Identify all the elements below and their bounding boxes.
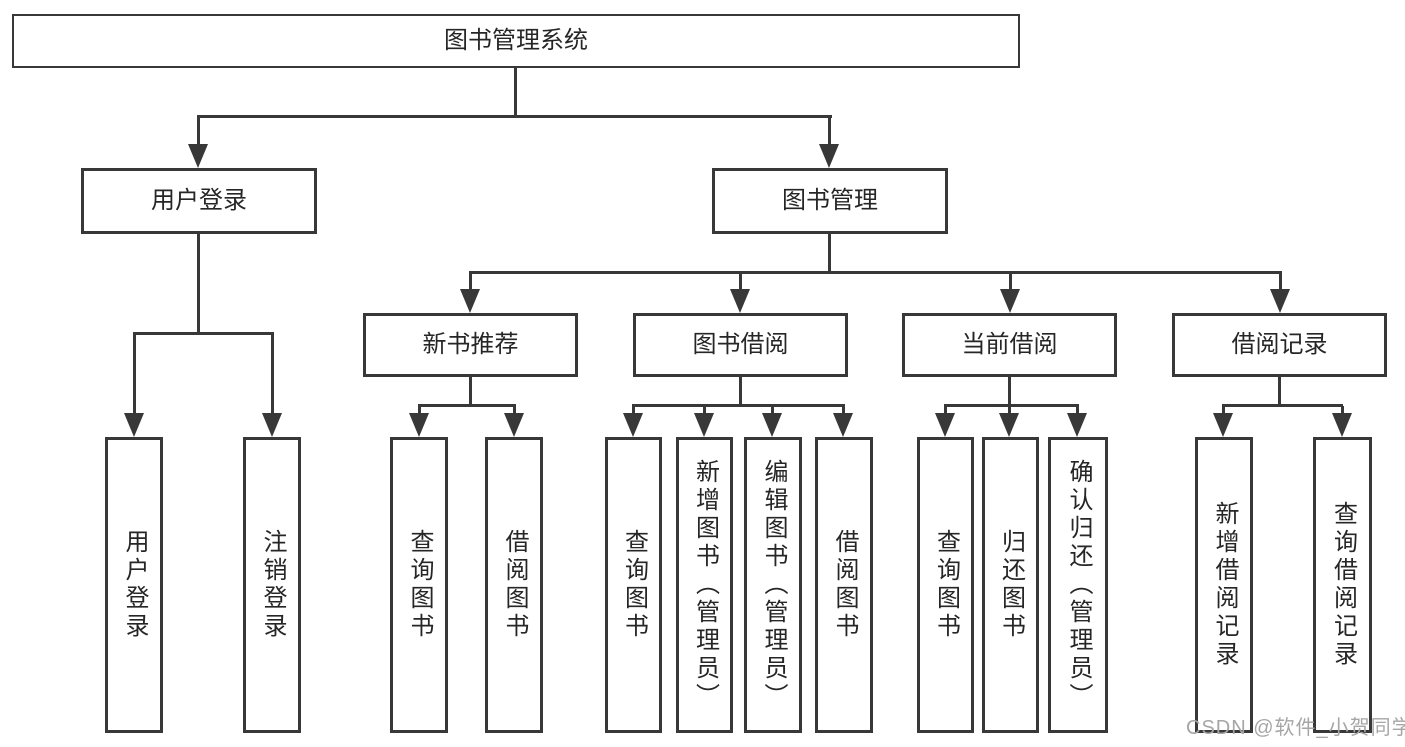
leaf-logout-label: 注销登录 [259,529,286,641]
connector-user-login-vertical [197,234,200,334]
arrowhead-user-login [188,144,208,168]
leaf-bb-borrow-books-label: 借阅图书 [831,529,858,641]
connector-new-book-horizontal [418,404,516,407]
leaf-logout: 注销登录 [243,437,301,733]
leaf-br-query-record-label: 查询借阅记录 [1329,501,1357,669]
leaf-user-login: 用户登录 [105,437,163,733]
node-library-management-system-label: 图书管理系统 [444,27,588,54]
connector-stem-bb-query [632,406,635,414]
connector-stem-login-leaf [133,334,136,413]
leaf-nb-query-books-label: 查询图书 [406,529,433,641]
connector-stem-bb-borrow [842,406,845,414]
connector-current-borrowing-horizontal [944,404,1079,407]
connector-stem-borrow-records [1279,273,1282,289]
node-new-book-recommendation-label: 新书推荐 [422,331,519,358]
connector-stem-bb-edit [771,406,774,414]
arrowhead-current-borrow [1000,289,1020,313]
connector-stem-new-book [469,273,472,289]
connector-new-book-vertical [469,377,472,406]
arrowhead-bb-borrow [833,413,853,437]
connector-stem-user-login [197,117,200,144]
connector-book-borrowing-horizontal [632,404,845,407]
arrowhead-bb-query [623,413,643,437]
node-user-login-label: 用户登录 [151,187,247,214]
connector-root-horizontal [197,115,832,118]
leaf-br-query-record: 查询借阅记录 [1313,437,1372,733]
connector-current-borrowing-vertical [1008,377,1011,406]
connector-stem-nb-borrow [513,406,516,414]
leaf-cb-query-books-label: 查询图书 [932,529,960,641]
node-current-borrowing: 当前借阅 [902,313,1117,377]
arrowhead-borrow-records [1270,289,1290,313]
arrowhead-br-add [1213,413,1233,437]
arrowhead-br-query [1332,413,1352,437]
node-borrowing-records-label: 借阅记录 [1231,331,1328,358]
arrowhead-book-management [819,144,839,168]
connector-book-borrowing-vertical [739,377,742,406]
node-library-management-system: 图书管理系统 [12,14,1020,68]
leaf-user-login-label: 用户登录 [121,529,148,641]
node-borrowing-records: 借阅记录 [1172,313,1387,377]
connector-borrow-records-vertical [1278,377,1281,406]
arrowhead-cb-confirm [1067,413,1087,437]
connector-stem-book-borrow [739,273,742,289]
leaf-bb-query-books: 查询图书 [605,437,662,733]
connector-user-login-horizontal [133,332,274,335]
node-book-borrowing-label: 图书借阅 [692,331,789,358]
connector-stem-cb-confirm [1076,406,1079,414]
leaf-cb-return-books: 归还图书 [982,437,1039,733]
leaf-nb-query-books: 查询图书 [390,437,448,733]
node-book-management: 图书管理 [712,168,948,234]
leaf-bb-query-books-label: 查询图书 [620,529,648,641]
arrowhead-book-borrow [730,289,750,313]
node-book-borrowing: 图书借阅 [633,313,848,377]
leaf-cb-query-books: 查询图书 [917,437,974,733]
connector-stem-logout-leaf [271,334,274,413]
arrowhead-nb-borrow [504,413,524,437]
connector-borrow-records-horizontal [1222,404,1343,407]
leaf-bb-add-books-admin-label: 新增图书（管理员） [691,459,719,711]
arrowhead-new-book [460,289,480,313]
leaf-br-add-record: 新增借阅记录 [1195,437,1253,733]
leaf-bb-add-books-admin: 新增图书（管理员） [676,437,733,733]
leaf-bb-edit-books-admin-label: 编辑图书（管理员） [760,459,787,711]
leaf-bb-edit-books-admin: 编辑图书（管理员） [744,437,802,733]
leaf-nb-borrow-books: 借阅图书 [485,437,543,733]
connector-stem-nb-query [418,406,421,414]
arrowhead-cb-return [999,413,1019,437]
connector-book-management-horizontal [469,271,1282,274]
arrowhead-login-leaf [124,413,144,437]
leaf-cb-confirm-return-admin: 确认归还（管理员） [1048,437,1108,733]
leaf-cb-confirm-return-admin-label: 确认归还（管理员） [1065,459,1092,711]
leaf-cb-return-books-label: 归还图书 [997,529,1025,641]
arrowhead-cb-query [935,413,955,437]
connector-root-vertical [514,68,517,118]
connector-stem-book-management [828,117,831,144]
connector-stem-cb-query [944,406,947,414]
connector-stem-cb-return [1008,406,1011,414]
connector-stem-br-add [1222,406,1225,414]
node-new-book-recommendation: 新书推荐 [363,313,578,377]
arrowhead-logout-leaf [262,413,282,437]
arrowhead-bb-edit [762,413,782,437]
csdn-watermark: CSDN @软件_小贺同学 [1186,717,1405,739]
node-current-borrowing-label: 当前借阅 [961,331,1058,358]
connector-stem-bb-add [703,406,706,414]
arrowhead-bb-add [694,413,714,437]
connector-stem-current-borrow [1009,273,1012,289]
node-book-management-label: 图书管理 [782,187,878,214]
leaf-nb-borrow-books-label: 借阅图书 [501,529,528,641]
connector-book-management-vertical [828,234,831,273]
connector-stem-br-query [1341,406,1344,414]
leaf-br-add-record-label: 新增借阅记录 [1211,501,1238,669]
arrowhead-nb-query [409,413,429,437]
leaf-bb-borrow-books: 借阅图书 [815,437,873,733]
node-user-login: 用户登录 [81,168,317,234]
